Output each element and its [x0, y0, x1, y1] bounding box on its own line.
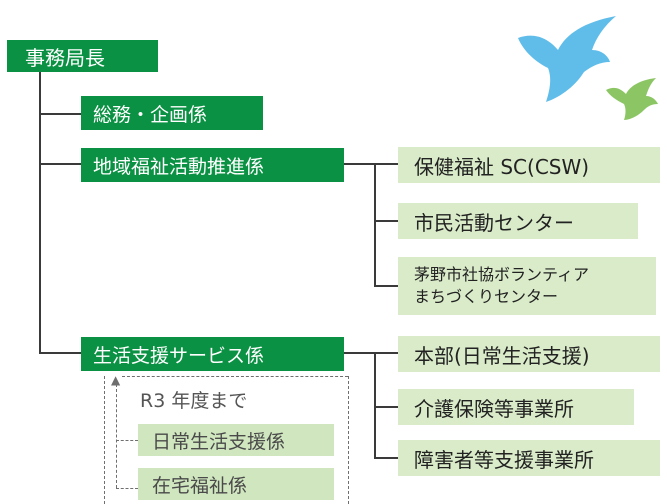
section-label: 生活支援サービス係: [93, 344, 265, 367]
legacy-item-box: 日常生活支援係: [138, 424, 334, 456]
section-box: 総務・企画係: [81, 96, 263, 130]
unit-box: 障害者等支援事業所: [398, 440, 660, 476]
unit-box: 本部(日常生活支援): [398, 336, 660, 372]
legacy-frame-right: [348, 376, 349, 504]
legacy-frame-left: [104, 376, 105, 504]
branch-line: [374, 285, 398, 287]
section-label: 総務・企画係: [93, 103, 208, 126]
up-arrow-icon: ▲: [111, 373, 121, 387]
connector-line: [344, 352, 376, 354]
connector-line: [374, 163, 376, 287]
section-label: 地域福祉活動推進係: [93, 155, 265, 178]
section-box: 生活支援サービス係: [81, 337, 344, 371]
legacy-inner-line: [116, 384, 117, 488]
unit-label: 保健福祉 SC(CSW): [414, 154, 590, 179]
unit-label: 障害者等支援事業所: [414, 447, 594, 472]
unit-label: 市民活動センター: [414, 210, 574, 235]
legacy-item-label: 在宅福祉係: [152, 474, 248, 497]
unit-label-line1: 茅野市社協ボランティア: [414, 265, 590, 284]
unit-box: 保健福祉 SC(CSW): [398, 147, 660, 183]
branch-line: [374, 163, 398, 165]
branch-line: [39, 163, 81, 165]
legacy-inner-branch: [116, 488, 138, 489]
unit-box: 茅野市社協ボランティア まちづくりセンター: [398, 257, 656, 315]
legacy-title: R3 年度まで: [140, 390, 248, 412]
branch-line: [39, 352, 81, 354]
legacy-inner-branch: [116, 440, 138, 441]
branch-line: [374, 352, 398, 354]
unit-box: 市民活動センター: [398, 203, 638, 239]
head-label: 事務局長: [25, 45, 105, 70]
branch-line: [374, 457, 398, 459]
green-bird-icon: [606, 78, 658, 120]
trunk-line: [39, 71, 41, 354]
unit-label-line2: まちづくりセンター: [414, 287, 559, 306]
unit-label: 介護保険等事業所: [414, 396, 574, 421]
blue-bird-icon: [518, 16, 616, 102]
section-box: 地域福祉活動推進係: [81, 148, 344, 182]
connector-line: [374, 352, 376, 459]
head-box: 事務局長: [7, 40, 158, 72]
connector-line: [344, 163, 376, 165]
branch-line: [39, 113, 81, 115]
legacy-item-label: 日常生活支援係: [152, 430, 286, 453]
unit-label: 本部(日常生活支援): [414, 343, 590, 368]
legacy-item-box: 在宅福祉係: [138, 468, 334, 500]
branch-line: [374, 220, 398, 222]
branch-line: [374, 406, 398, 408]
unit-box: 介護保険等事業所: [398, 389, 634, 425]
legacy-frame-top: [122, 376, 348, 377]
